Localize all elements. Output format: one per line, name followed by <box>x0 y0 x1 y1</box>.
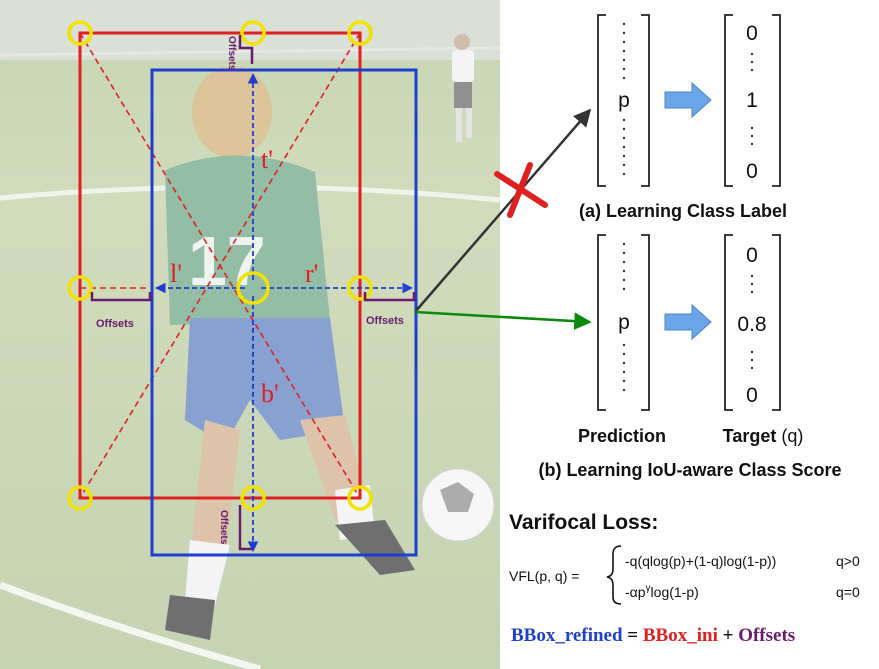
loss-case2-pre: -αp <box>625 584 646 600</box>
panel-b-target-mid: 0.8 <box>737 313 766 336</box>
cross-mark <box>494 162 548 218</box>
panel-b-target-label-main: Target <box>723 426 777 446</box>
label-left-distance: l' <box>170 259 182 288</box>
panel-b-caption: (b) Learning IoU-aware Class Score <box>538 460 841 480</box>
panel-b-prediction-p: p <box>618 311 630 334</box>
field-line-bottom <box>0 581 261 669</box>
panel-a-prediction-dots <box>622 22 626 176</box>
offset-label-top: Offsets <box>226 36 237 71</box>
equation-offsets: Offsets <box>738 625 795 646</box>
label-right-distance: r' <box>305 259 318 288</box>
panel-b-target-bottom: 0 <box>746 384 758 407</box>
distance-arrows <box>154 72 414 553</box>
sample-point-mid-left <box>67 275 93 301</box>
sample-point-bottom-right <box>347 485 373 511</box>
offset-bracket-top <box>238 35 254 64</box>
background-player <box>452 34 474 142</box>
panel-b-prediction-dots <box>622 242 626 392</box>
loss-brace <box>606 545 622 605</box>
panel-a-target-vector <box>724 14 781 187</box>
fence-rail <box>0 46 500 57</box>
main-player: 17 <box>165 66 415 640</box>
loss-title: Varifocal Loss: <box>509 511 658 534</box>
loss-case1-expr: -q(qlog(p)+(1-q)log(1-p)) <box>625 553 776 569</box>
offset-bracket-bottom <box>238 505 252 551</box>
panel-a-target-top: 0 <box>746 22 758 45</box>
panel-b-arrow-icon <box>664 303 712 341</box>
initial-box-diagonals <box>79 32 361 499</box>
label-bottom-distance: b' <box>261 379 279 408</box>
connector-arrow-a <box>414 108 592 313</box>
offset-label-right: Offsets <box>366 315 404 327</box>
equation-refined: BBox_refined <box>511 625 623 646</box>
panel-b: p 0 0.8 0 Prediction Target (q) (b) Lear… <box>538 234 842 480</box>
offset-brackets <box>90 35 416 551</box>
offset-label-left: Offsets <box>96 318 134 330</box>
sample-point-bottom-left <box>67 485 93 511</box>
soccer-ball <box>421 468 495 542</box>
equation-plus: + <box>718 625 738 646</box>
loss-case2-cond: q=0 <box>836 584 860 600</box>
bbox-equation: BBox_refined = BBox_ini + Offsets <box>511 625 795 646</box>
panel-b-prediction-vector <box>597 234 650 411</box>
label-top-distance: t' <box>261 145 273 174</box>
loss-case1-cond: q>0 <box>836 553 860 569</box>
panel-a-prediction-p: p <box>618 89 630 112</box>
offset-label-bottom: Offsets <box>218 510 229 545</box>
sample-point-top-right <box>347 20 373 46</box>
panel-a-prediction-vector <box>597 14 650 187</box>
panel-b-target-top: 0 <box>746 244 758 267</box>
panel-b-target-dots <box>750 274 754 370</box>
panel-a: p 0 1 0 (a) Learning Class Label <box>579 14 787 221</box>
equation-ini: BBox_ini <box>643 625 718 646</box>
bbox-refined <box>150 68 418 557</box>
connector-arrow-b <box>414 310 592 330</box>
sample-point-bottom-center <box>240 485 266 511</box>
offset-bracket-right <box>363 292 416 302</box>
panel-a-target-dots <box>750 52 754 146</box>
panel-a-caption: (a) Learning Class Label <box>579 201 787 221</box>
panel-a-target-bottom: 0 <box>746 160 758 183</box>
panel-a-arrow-icon <box>664 81 712 119</box>
panel-b-target-label: Target (q) <box>723 426 804 446</box>
bbox-initial <box>78 31 362 500</box>
loss-case2-post: log(1-p) <box>651 584 699 600</box>
panel-b-target-vector <box>724 234 781 411</box>
panel-b-target-label-q: (q) <box>776 426 803 446</box>
loss-case2-sup: γ <box>646 583 651 594</box>
equation-equals: = <box>623 625 643 646</box>
varifocal-loss: Varifocal Loss: VFL(p, q) = -q(qlog(p)+(… <box>509 511 860 605</box>
loss-lhs: VFL(p, q) = <box>509 568 579 584</box>
sample-point-top-left <box>67 20 93 46</box>
sample-point-center <box>236 271 270 305</box>
sample-point-mid-right <box>347 275 373 301</box>
offset-bracket-left <box>90 292 152 302</box>
panel-b-prediction-label: Prediction <box>578 426 666 446</box>
panel-a-target-mid: 1 <box>746 89 758 112</box>
sample-point-top-center <box>240 20 266 46</box>
loss-case2-expr: -αpγlog(1-p) <box>625 583 699 600</box>
sample-points <box>67 20 373 511</box>
